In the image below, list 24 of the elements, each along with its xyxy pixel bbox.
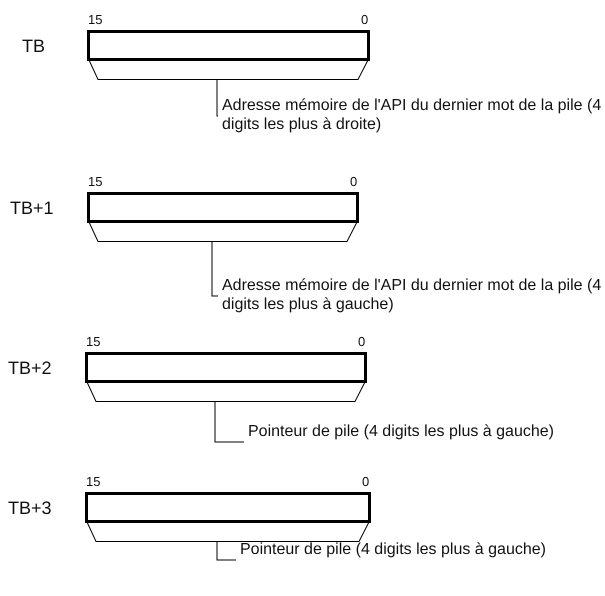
bit-number: 15 xyxy=(88,13,102,27)
register-drawing xyxy=(87,192,359,242)
leader-line xyxy=(212,242,218,296)
bit-number: 0 xyxy=(362,475,370,489)
bit-number: 15 xyxy=(86,475,100,489)
register-name: TB+1 xyxy=(10,198,54,218)
register-name: TB+3 xyxy=(8,498,52,518)
description-text: Adresse mémoire de l'API du dernier mot de la pile (4 digits les plus à droite) xyxy=(222,96,603,134)
bit-number: 0 xyxy=(350,175,358,189)
bit-number: 0 xyxy=(358,335,366,349)
leader-line xyxy=(214,402,244,442)
description-text: Pointeur de pile (4 digits les plus à gauche) xyxy=(240,540,546,559)
register-drawing xyxy=(85,352,367,402)
register-drawing xyxy=(87,30,370,80)
register-name: TB+2 xyxy=(8,358,52,378)
bit-number: 0 xyxy=(361,13,368,27)
register-drawing xyxy=(85,492,371,542)
register-name: TB xyxy=(22,36,46,56)
leader-line xyxy=(216,542,236,560)
description-text: Adresse mémoire de l'API du dernier mot de la pile (4 digits les plus à gauche) xyxy=(222,276,602,314)
bit-number: 15 xyxy=(86,335,100,349)
bit-number: 15 xyxy=(88,175,102,189)
description-text: Pointeur de pile (4 digits les plus à gauche) xyxy=(248,422,554,441)
leader-line xyxy=(216,80,218,116)
